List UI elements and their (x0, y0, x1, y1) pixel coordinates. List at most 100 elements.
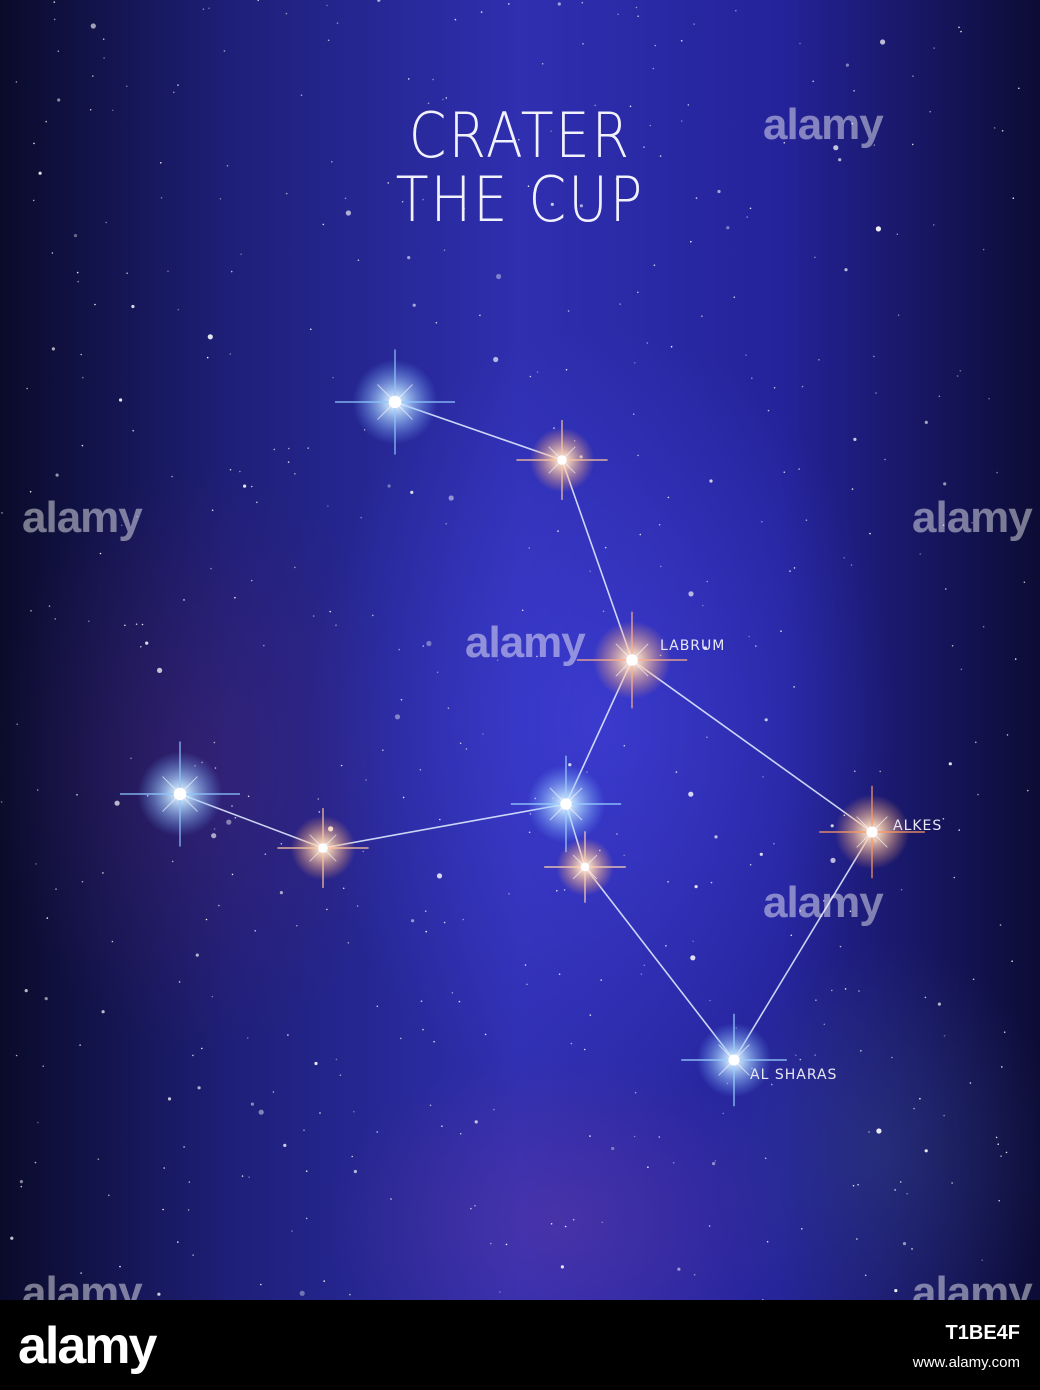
background-star (305, 1170, 308, 1172)
background-star (126, 272, 128, 275)
background-star (688, 591, 694, 597)
background-star (680, 40, 683, 42)
background-star (558, 973, 561, 975)
background-star (670, 345, 673, 348)
background-star (875, 392, 877, 394)
background-star (454, 18, 457, 21)
background-star (793, 686, 795, 688)
background-star (459, 742, 462, 745)
background-star (972, 978, 975, 981)
background-star (99, 552, 102, 555)
background-star (643, 964, 646, 967)
constellation-line (733, 831, 873, 1061)
background-star (751, 377, 753, 380)
background-star (812, 80, 814, 83)
background-star (239, 470, 241, 473)
background-star (814, 256, 816, 259)
background-star (709, 999, 711, 1002)
background-star (407, 78, 410, 80)
background-star (287, 1034, 289, 1036)
background-star (111, 940, 114, 943)
background-star (412, 303, 416, 307)
background-star (658, 523, 661, 526)
background-star (643, 146, 645, 148)
constellation-line (631, 659, 873, 833)
background-star (287, 461, 290, 463)
background-star (226, 819, 232, 825)
background-star (135, 623, 138, 625)
label-alkes: ALKES (893, 818, 943, 834)
background-star (433, 1040, 435, 1043)
background-star (422, 1028, 424, 1031)
title-line-1: CRATER (408, 99, 632, 172)
background-star (387, 182, 390, 184)
background-star (830, 857, 836, 864)
background-star (764, 718, 768, 722)
background-star (92, 75, 94, 77)
background-star (706, 580, 708, 583)
background-star (192, 1054, 194, 1057)
background-star (924, 996, 927, 999)
background-star (853, 90, 855, 92)
background-star (601, 1221, 604, 1224)
background-star (505, 1243, 508, 1246)
background-star (844, 988, 847, 990)
background-star (462, 918, 465, 921)
background-star (57, 98, 61, 102)
background-star (317, 798, 320, 800)
background-star (264, 853, 267, 855)
background-star (213, 741, 216, 744)
background-star (493, 356, 499, 363)
background-star (714, 835, 718, 839)
background-star (387, 484, 391, 488)
background-star (382, 749, 384, 751)
background-star (332, 376, 334, 379)
background-star (291, 1230, 293, 1232)
image-code: T1BE4F (945, 1322, 1020, 1344)
background-star (326, 4, 328, 7)
background-star (105, 221, 107, 224)
background-star (443, 249, 446, 251)
background-star (869, 532, 871, 535)
background-star (398, 648, 401, 651)
background-star (856, 1238, 858, 1240)
background-star (206, 356, 209, 359)
title-line-2: THE CUP (395, 163, 645, 236)
background-star (771, 1083, 773, 1086)
background-star (283, 1143, 287, 1147)
background-star (854, 770, 856, 772)
background-star (173, 91, 175, 94)
background-star (119, 1265, 121, 1268)
background-star (1018, 87, 1020, 90)
background-star (46, 917, 49, 919)
background-star (353, 1169, 357, 1174)
background-star (658, 1136, 661, 1138)
background-star (942, 818, 945, 820)
background-star (90, 23, 96, 29)
background-star (851, 122, 854, 125)
background-star (565, 368, 568, 371)
background-star (240, 253, 242, 255)
background-star (536, 655, 538, 658)
background-star (1001, 130, 1004, 132)
background-star (640, 973, 643, 975)
background-star (633, 362, 636, 364)
background-star (583, 1048, 586, 1051)
background-star (114, 800, 120, 806)
background-star (250, 1102, 254, 1106)
watermark: alamy (22, 1268, 143, 1300)
background-star (310, 328, 312, 331)
background-star (528, 831, 531, 834)
background-star (977, 793, 979, 796)
background-star (518, 138, 520, 141)
background-star (639, 533, 642, 536)
background-star (162, 1208, 164, 1211)
background-star (54, 618, 56, 620)
background-star (482, 733, 484, 735)
background-star (36, 789, 39, 791)
background-star (445, 522, 448, 525)
background-star (214, 767, 217, 769)
watermark: alamy (912, 493, 1033, 542)
background-star (327, 39, 330, 42)
star-s4 (510, 755, 622, 853)
